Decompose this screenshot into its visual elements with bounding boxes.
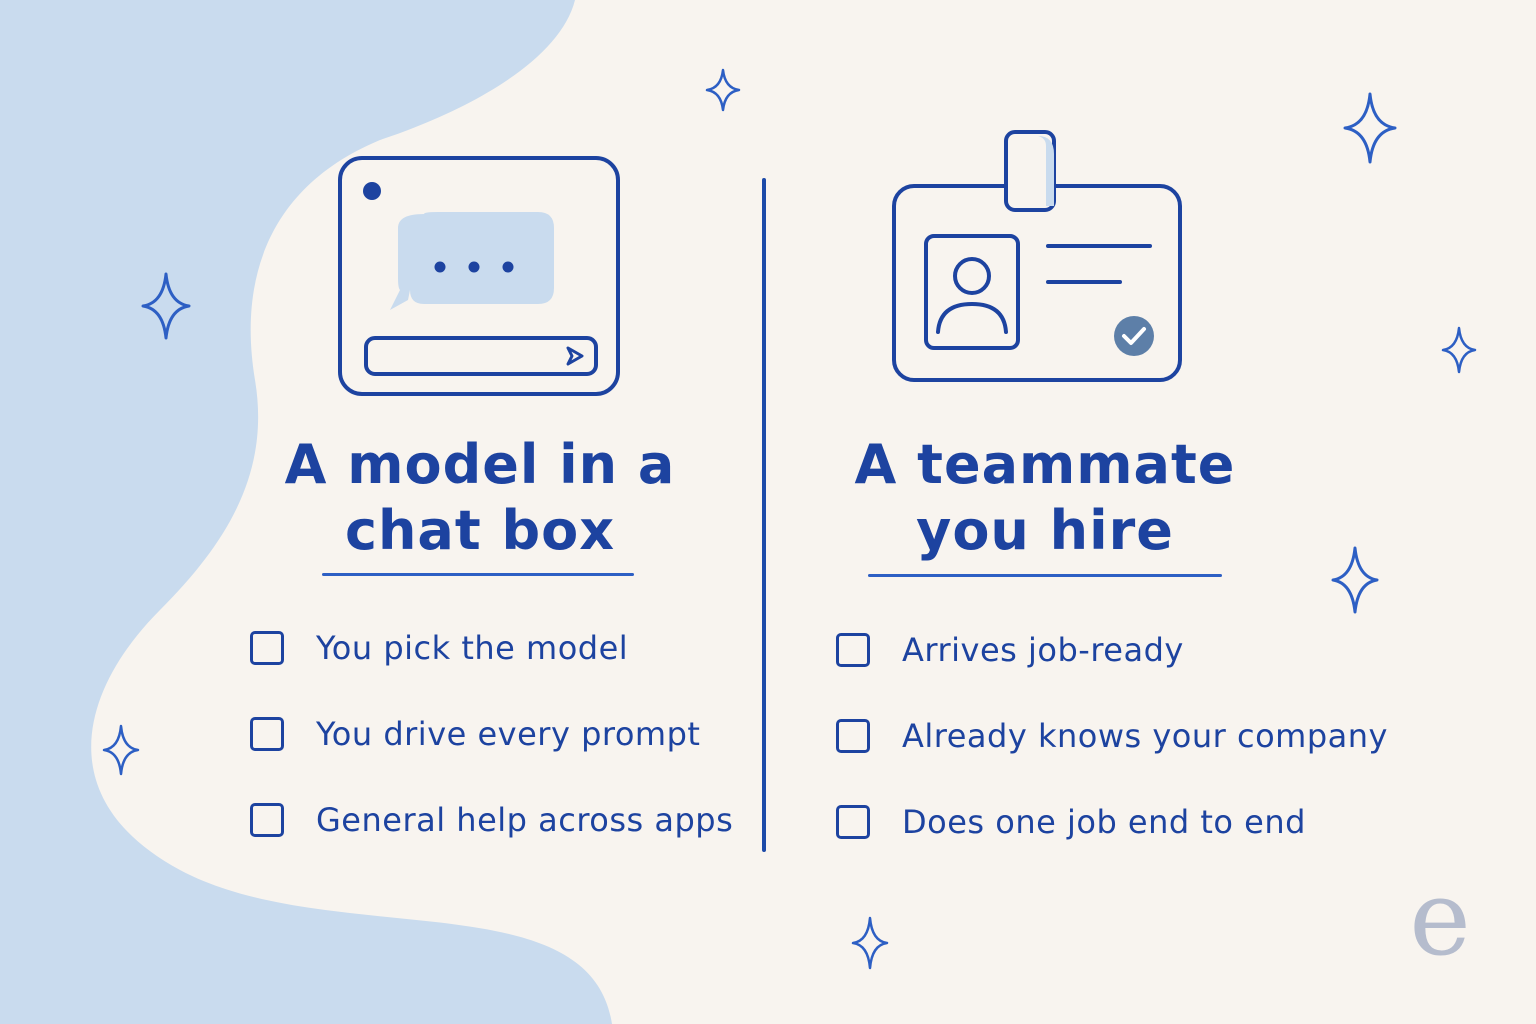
column-divider	[762, 178, 766, 852]
list-item: General help across apps	[250, 777, 733, 863]
left-column-title: A model in a chat box	[280, 432, 680, 564]
checkbox[interactable]	[250, 803, 284, 837]
sparkle-icon	[705, 68, 741, 112]
sparkle-icon	[1343, 92, 1397, 164]
list-item-text: Arrives job-ready	[902, 631, 1184, 669]
list-item-text: Already knows your company	[902, 717, 1388, 755]
sparkle-icon	[141, 272, 191, 340]
right-title-underline	[868, 574, 1222, 577]
right-column-title: A teammate you hire	[840, 432, 1250, 564]
left-checklist: You pick the model You drive every promp…	[250, 605, 733, 863]
list-item: Already knows your company	[836, 693, 1388, 779]
sparkle-icon	[1441, 326, 1477, 374]
left-title-line1: A model in a	[284, 433, 676, 496]
right-checklist: Arrives job-ready Already knows your com…	[836, 607, 1388, 865]
checkbox[interactable]	[250, 717, 284, 751]
list-item: Does one job end to end	[836, 779, 1388, 865]
checkbox[interactable]	[250, 631, 284, 665]
sparkle-icon	[1331, 546, 1379, 614]
checkbox[interactable]	[836, 633, 870, 667]
brand-logo: e	[1409, 857, 1471, 979]
checkbox[interactable]	[836, 805, 870, 839]
list-item: You pick the model	[250, 605, 733, 691]
sparkle-icon	[102, 724, 140, 776]
id-badge-icon	[892, 130, 1182, 382]
list-item-text: You drive every prompt	[316, 715, 701, 753]
list-item-text: You pick the model	[316, 629, 629, 667]
sparkle-icon	[851, 916, 889, 970]
list-item: You drive every prompt	[250, 691, 733, 777]
chat-window-icon	[338, 156, 620, 396]
right-title-line2: you hire	[916, 499, 1174, 562]
list-item-text: Does one job end to end	[902, 803, 1306, 841]
right-title-line1: A teammate	[854, 433, 1236, 496]
list-item-text: General help across apps	[316, 801, 734, 839]
list-item: Arrives job-ready	[836, 607, 1388, 693]
checkbox[interactable]	[836, 719, 870, 753]
left-title-line2: chat box	[344, 499, 616, 562]
left-title-underline	[322, 573, 634, 576]
